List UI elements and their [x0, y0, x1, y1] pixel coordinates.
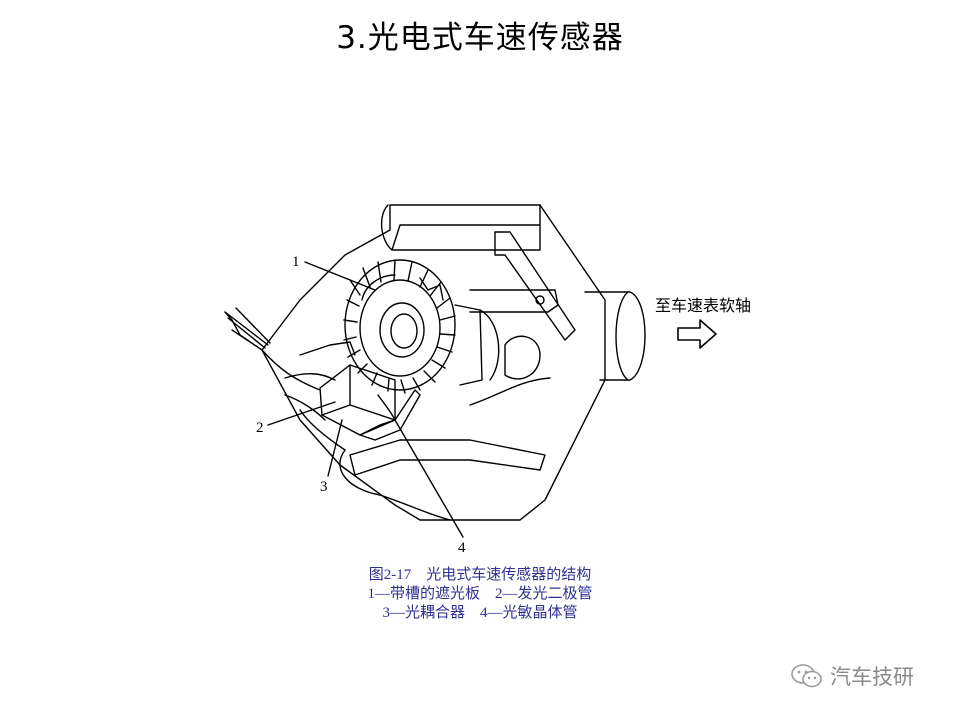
destination-label: 至车速表软轴 — [655, 296, 751, 315]
led-block — [319, 364, 396, 436]
top-cap — [381, 204, 541, 251]
callout-3: 3 — [320, 479, 328, 495]
phototransistor-arm — [359, 389, 421, 441]
housing-outline — [261, 204, 606, 521]
page-title: 3.光电式车速传感器 — [336, 20, 624, 56]
leader-3 — [327, 419, 343, 477]
callout-2: 2 — [256, 420, 264, 436]
caption-line-3: 3—光耦合器 4—光敏晶体管 — [382, 605, 578, 621]
arrow-icon — [677, 319, 717, 349]
bracket-arm — [494, 231, 576, 341]
output-shaft — [584, 291, 646, 381]
callout-4: 4 — [458, 540, 466, 556]
leader-2 — [267, 401, 336, 426]
caption-line-1: 图2-17 光电式车速传感器的结构 — [368, 567, 592, 583]
wire-bundle — [224, 307, 271, 351]
watermark-text: 汽车技研 — [830, 665, 914, 689]
watermark: 汽车技研 — [790, 660, 914, 692]
leader-1 — [304, 261, 376, 291]
caption-line-2: 1—带槽的遮光板 2—发光二极管 — [367, 586, 593, 602]
callout-1: 1 — [292, 254, 300, 270]
wechat-icon — [791, 664, 822, 688]
leader-4 — [394, 419, 464, 538]
shutter-disk — [343, 259, 456, 394]
